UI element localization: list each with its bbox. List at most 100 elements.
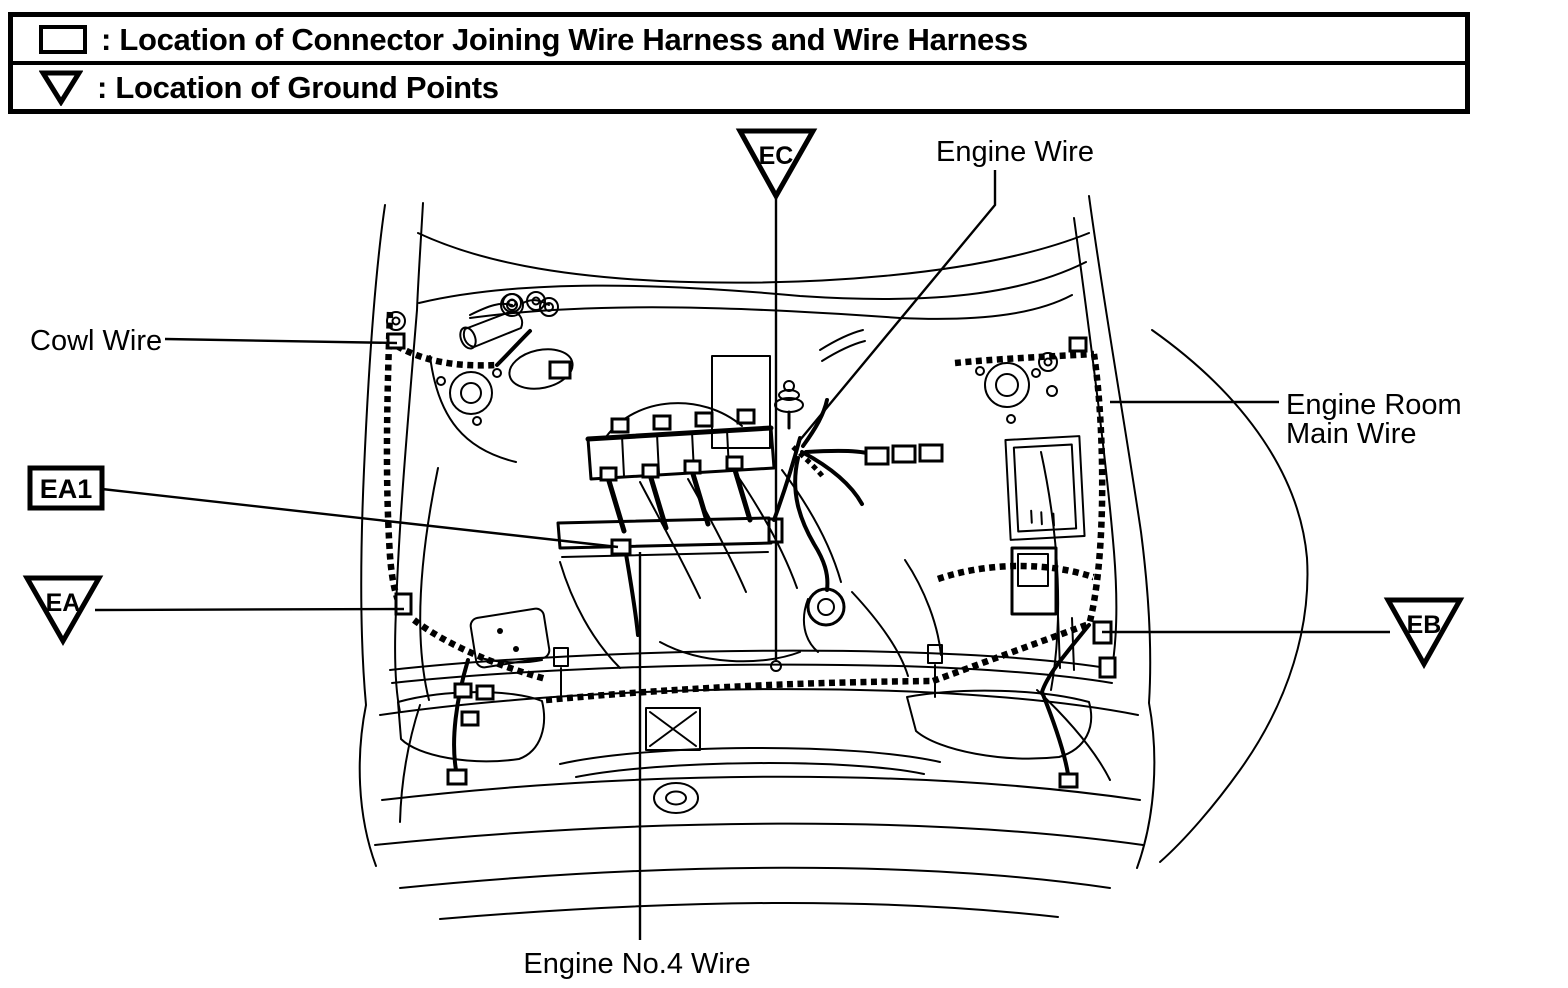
line-art <box>665 790 687 806</box>
cowl-wire-label: Cowl Wire <box>30 325 162 357</box>
line-art <box>585 425 774 442</box>
engine-wire-connector <box>918 443 944 463</box>
cowl-vent-line <box>469 294 1073 320</box>
valve-cover-ribs <box>621 429 730 477</box>
legend-row-connector: : Location of Connector Joining Wire Har… <box>13 17 1465 61</box>
engine-room-main-wire-label-line1: Engine Room <box>1286 389 1462 421</box>
right-fender-inner <box>1088 195 1156 869</box>
line-art <box>507 298 517 308</box>
plug-wire-clip <box>683 459 702 475</box>
markers: EC EA1 EA EB <box>22 128 1465 670</box>
ec-label: EC <box>759 142 794 170</box>
radiator-support-lower <box>391 663 1113 684</box>
front-harness <box>545 677 934 704</box>
engine-wire-connector <box>864 446 890 466</box>
igniter-rivet <box>513 646 519 652</box>
engine-wire-connector <box>891 444 917 464</box>
wire-harnesses <box>383 311 1106 789</box>
bumper-curve <box>439 901 1059 920</box>
engine <box>556 355 944 677</box>
engine-wire-loom <box>791 445 826 480</box>
injector-connector <box>694 411 714 428</box>
igniter-rivet <box>497 628 503 634</box>
injector-connector <box>610 417 630 434</box>
ea1-label: EA1 <box>40 474 93 504</box>
line-art <box>561 551 769 558</box>
engine-no4-harness <box>412 617 547 683</box>
left-fender-inner <box>394 202 424 713</box>
alternator-pulley <box>806 587 846 627</box>
right-lower-branch <box>1039 623 1091 776</box>
right-components <box>819 329 1086 671</box>
bumper-top-edge <box>379 688 1139 716</box>
legend-connector-text: : Location of Connector Joining Wire Har… <box>101 21 1028 57</box>
line-art <box>1017 553 1049 587</box>
cowl-wire-leader <box>164 337 398 345</box>
ec-ground-bolt <box>770 660 782 672</box>
engine-wire-branch <box>793 456 830 592</box>
legend-row-ground: : Location of Ground Points <box>13 61 1465 109</box>
line-art <box>817 598 835 616</box>
coil-bolt-ear <box>526 291 546 311</box>
engine-room-main-harness <box>936 562 1095 583</box>
eb-label: EB <box>1407 611 1442 639</box>
grille-emblem <box>653 782 699 814</box>
legend: : Location of Connector Joining Wire Har… <box>8 12 1470 114</box>
apron-panel-curve <box>429 355 517 463</box>
line-art <box>995 373 1019 397</box>
engine-bracket <box>711 355 771 449</box>
coil-bracket <box>508 348 574 390</box>
line-art <box>649 711 697 747</box>
plug-wire-clip <box>641 463 660 479</box>
line-art <box>1043 357 1053 367</box>
apron-bolt <box>1046 385 1058 397</box>
line-art <box>492 368 502 378</box>
relay-box <box>1004 435 1086 541</box>
engine-room-main-harness <box>1085 353 1106 626</box>
ground-triangle-eb <box>1383 597 1465 670</box>
right-fender-crease <box>1036 689 1111 781</box>
engine-lower-lines <box>559 559 942 677</box>
support-bracket <box>553 647 569 667</box>
cowl-panel-line <box>418 261 1087 304</box>
left-components <box>429 291 574 669</box>
heater-pipe <box>819 329 866 362</box>
harness-connector <box>1098 656 1117 679</box>
engine-room-main-wire-label-line2: Main Wire <box>1286 418 1417 450</box>
line-art <box>472 416 482 426</box>
coil-bolt-ear <box>502 293 522 313</box>
right-fender-outer <box>1151 329 1309 863</box>
headlight-left <box>397 691 546 763</box>
leader-lines <box>94 170 1390 940</box>
line-art <box>1004 435 1086 541</box>
line-art <box>975 366 985 376</box>
legend-ground-text: : Location of Ground Points <box>97 69 499 105</box>
bumper-curve <box>381 775 1141 801</box>
engine-no4-stub <box>623 546 640 637</box>
line-art <box>783 380 795 392</box>
engine-no4-wire-label: Engine No.4 Wire <box>523 948 750 980</box>
line-art <box>391 316 401 326</box>
grille-opening <box>559 747 941 778</box>
engine-wire-leader <box>799 170 997 441</box>
line-art <box>436 376 446 386</box>
left-apron-arc <box>419 467 439 701</box>
foglamp-connector <box>446 768 468 786</box>
line-art <box>1031 368 1041 378</box>
intake-runners <box>639 469 842 599</box>
line-art <box>531 296 541 306</box>
line-art <box>1030 509 1055 527</box>
hood-latch <box>645 707 701 751</box>
line-art <box>560 664 936 701</box>
engine-wire-branch <box>801 398 829 448</box>
cowl-wire-connector <box>386 332 406 350</box>
line-art <box>39 70 83 106</box>
front-harness <box>931 620 1091 685</box>
spark-plug-wires <box>606 467 753 534</box>
connector-box-ea1 <box>27 465 105 511</box>
engine-wire-branch <box>800 450 864 506</box>
wiper-pivot <box>539 297 559 317</box>
hood-rear-edge <box>417 232 1090 284</box>
